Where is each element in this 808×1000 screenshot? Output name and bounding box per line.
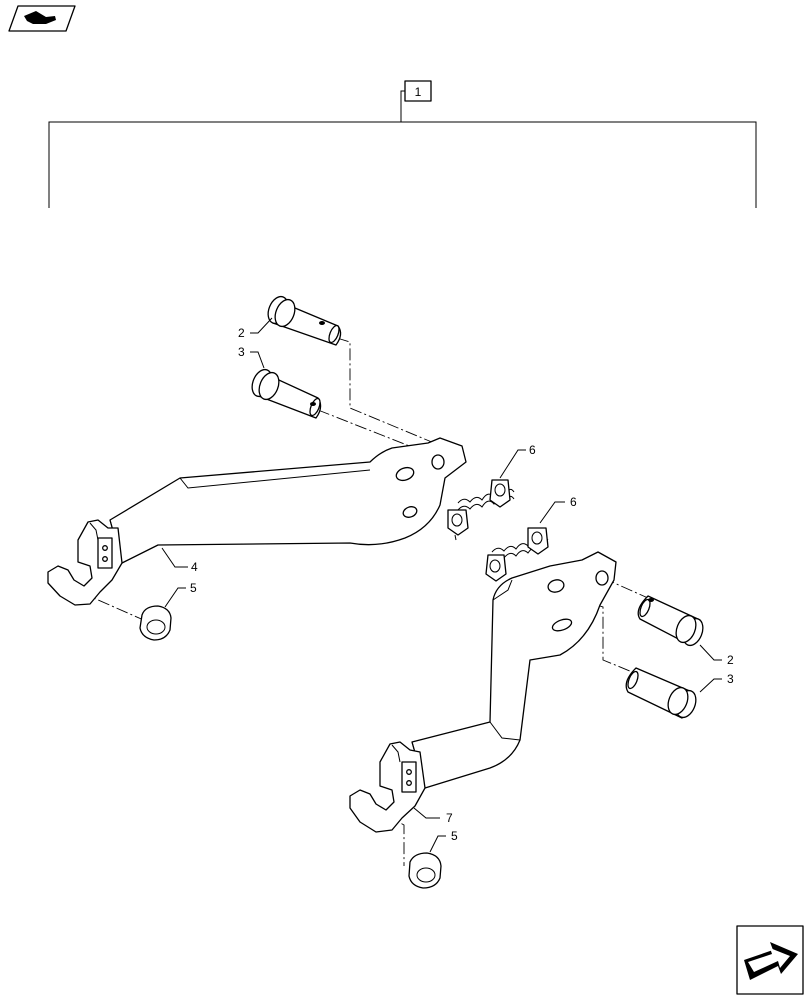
assembly-label: 1 xyxy=(415,85,422,99)
assembly-bracket: 1 xyxy=(48,80,757,208)
arm-left xyxy=(47,437,467,606)
manual-book-hand-icon[interactable] xyxy=(8,5,76,32)
arm-right xyxy=(349,551,617,833)
cap-left xyxy=(139,605,172,641)
chain-right xyxy=(485,527,549,582)
next-page-arrow-icon[interactable] xyxy=(736,925,804,995)
callout-cap-right: 5 xyxy=(451,829,458,843)
pin-left-lower xyxy=(251,368,322,419)
callout-pin-b-right: 3 xyxy=(727,672,734,686)
chain-left xyxy=(447,479,515,541)
callout-pin-b-left: 3 xyxy=(238,345,245,359)
pin-right-lower xyxy=(625,667,697,719)
callout-chain-right: 6 xyxy=(570,495,577,509)
callout-pin-a-right: 2 xyxy=(727,653,734,667)
callout-cap-left: 5 xyxy=(190,581,197,595)
callout-chain-left: 6 xyxy=(529,443,536,457)
cap-right xyxy=(408,852,442,889)
callout-arm-left: 4 xyxy=(191,560,198,574)
pin-right-upper xyxy=(637,595,704,647)
callouts: 2 3 4 5 6 6 2 3 7 5 xyxy=(161,317,734,853)
callout-arm-right: 7 xyxy=(446,811,453,825)
callout-pin-a-left: 2 xyxy=(238,326,245,340)
pin-left-upper xyxy=(267,295,342,346)
